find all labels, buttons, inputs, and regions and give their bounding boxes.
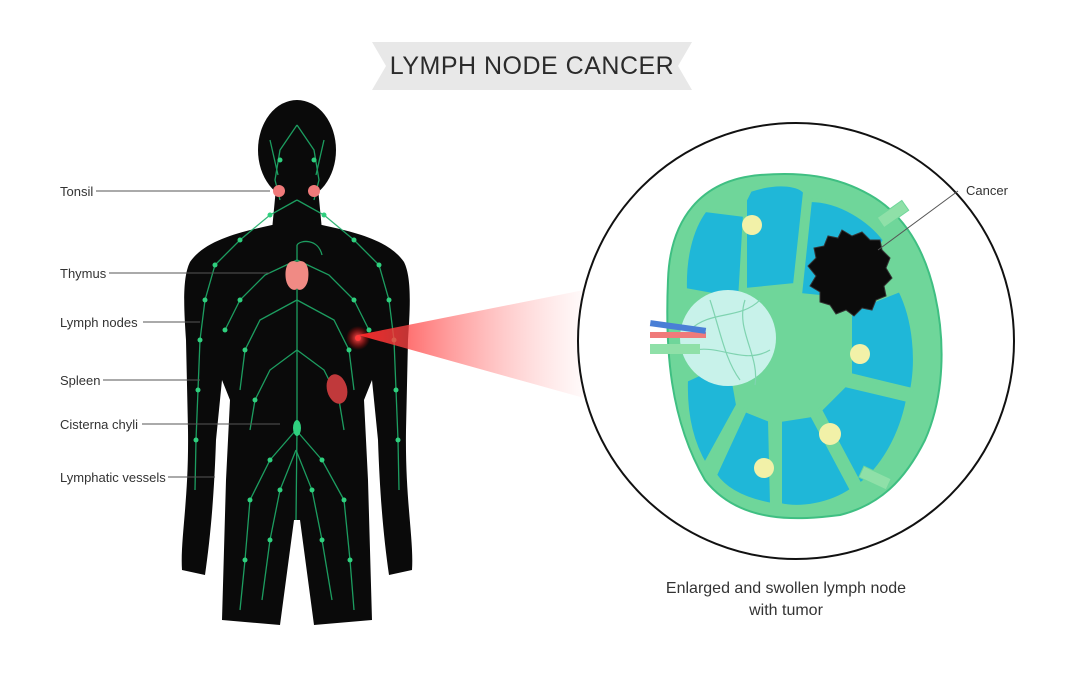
magnify-beam bbox=[358, 290, 584, 398]
node-medulla bbox=[680, 290, 776, 386]
detail-caption: Enlarged and swollen lymph node with tum… bbox=[612, 578, 960, 622]
germinal-centers bbox=[742, 215, 870, 478]
label-thymus: Thymus bbox=[60, 266, 107, 281]
banner-ribbon-shape bbox=[372, 42, 692, 90]
body-leader-lines bbox=[96, 190, 280, 478]
cancer-leader-line bbox=[877, 190, 959, 251]
node-medulla-vessels bbox=[689, 299, 771, 386]
spleen-organ bbox=[326, 374, 348, 404]
label-cancer: Cancer bbox=[966, 183, 1008, 198]
title-banner: LYMPH NODE CANCER bbox=[372, 42, 692, 90]
label-cisterna-chyli: Cisterna chyli bbox=[60, 417, 139, 432]
label-lymphatic-vessels: Lymphatic vessels bbox=[60, 470, 166, 485]
page-title: LYMPH NODE CANCER bbox=[389, 52, 675, 80]
tonsils bbox=[273, 185, 320, 197]
label-lymph-nodes: Lymph nodes bbox=[60, 315, 138, 330]
affected-node bbox=[355, 335, 361, 341]
thymus-organ bbox=[285, 261, 309, 290]
lymph-node-cross-section bbox=[649, 173, 943, 520]
tumor-mass bbox=[807, 229, 893, 317]
caption-line-2: with tumor bbox=[749, 602, 823, 619]
hilum-vessels bbox=[649, 320, 707, 354]
label-spleen: Spleen bbox=[60, 373, 101, 388]
label-tonsil: Tonsil bbox=[60, 184, 94, 199]
cisterna-chyli-organ bbox=[293, 420, 301, 436]
caption-line-1: Enlarged and swollen lymph node bbox=[665, 580, 907, 597]
afferent-vessels bbox=[858, 199, 910, 491]
